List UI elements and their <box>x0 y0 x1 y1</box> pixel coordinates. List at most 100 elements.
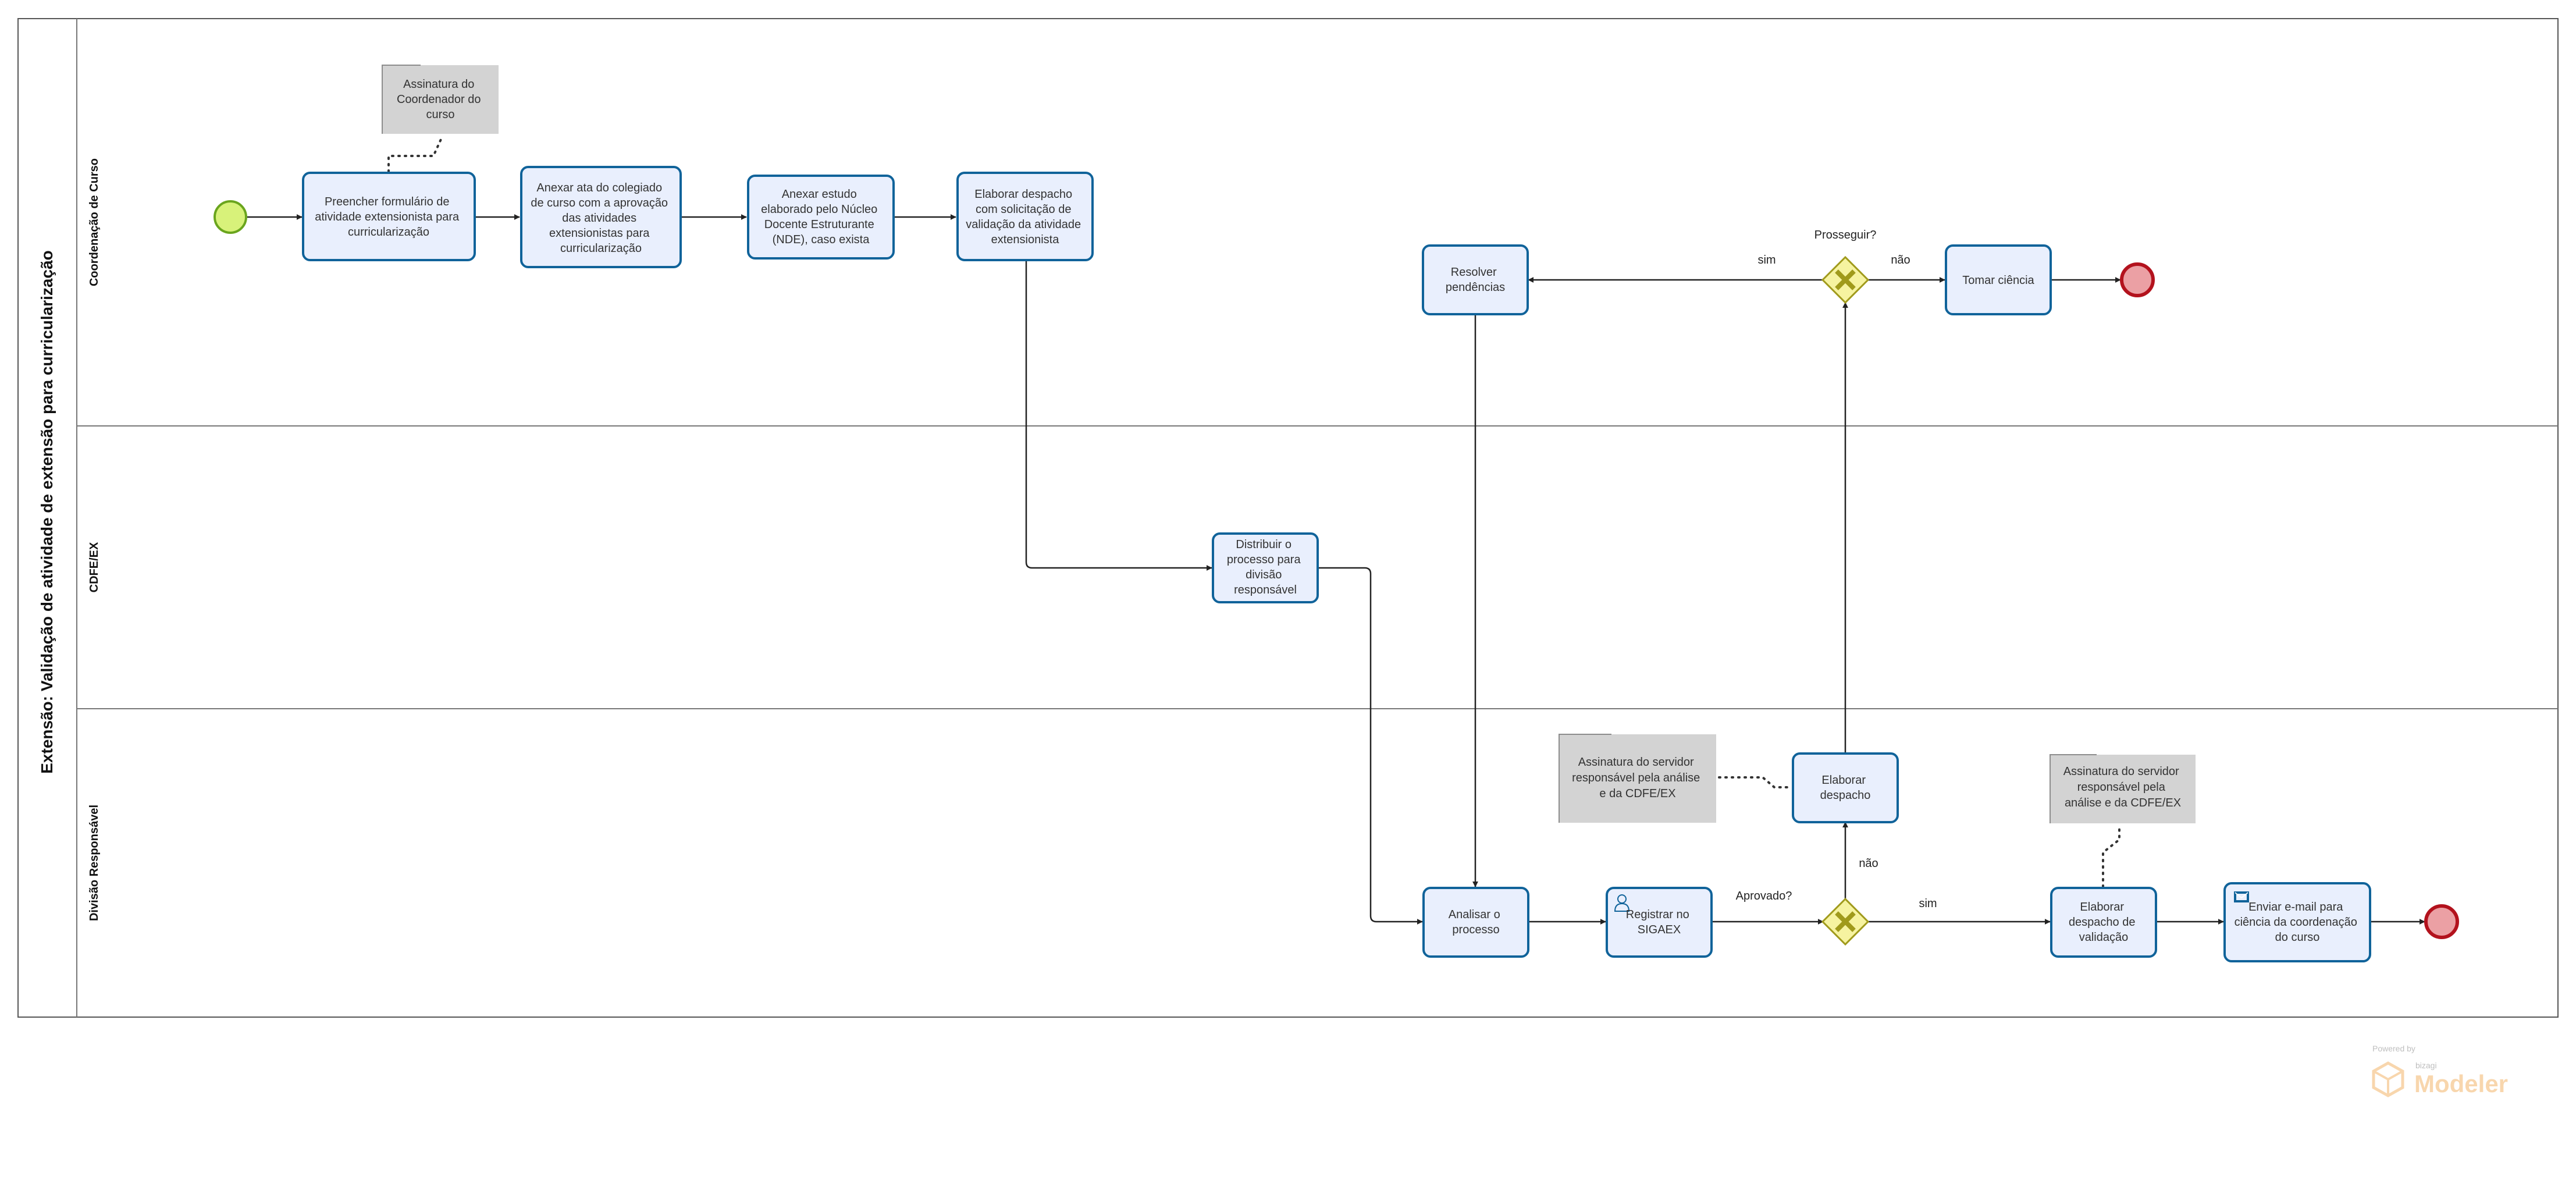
task-enviar-email[interactable]: Enviar e-mail para ciência da coordenaçã… <box>2223 882 2371 962</box>
task-label-line: extensionista <box>991 233 1060 246</box>
annotation-line: Coordenador do <box>397 93 481 106</box>
task-elaborar-despacho-solicitacao[interactable]: Elaborar despacho com solicitação de val… <box>956 172 1094 261</box>
svg-text:Elaborar despacho de: Elaborar despacho de validação <box>2069 901 2139 944</box>
task-label-line: do curso <box>2275 931 2320 944</box>
task-label-line: Docente Estruturante <box>764 218 874 231</box>
association-servidor-2 <box>2102 823 2120 888</box>
annotation-line: responsável pela análise <box>1572 772 1700 784</box>
svg-text:Distribuir o processo pa: Distribuir o processo para divisão respo… <box>1227 538 1304 596</box>
user-task-icon <box>1614 894 1630 912</box>
task-label-line: (NDE), caso exista <box>773 233 870 246</box>
svg-text:Assinatura do servidor r: Assinatura do servidor responsável pela … <box>2063 765 2183 809</box>
task-label-line: SIGAEX <box>1638 923 1681 936</box>
association-servidor-1 <box>1718 776 1793 788</box>
svg-text:Assinatura do servidor: Assinatura do servidor responsável pela … <box>1572 756 1703 800</box>
start-event <box>214 200 247 234</box>
svg-text:Tomar ciência: Tomar ciência <box>1962 274 2034 287</box>
task-tomar-ciencia[interactable]: Tomar ciência <box>1945 244 2052 315</box>
modeler-brand-text: Modeler <box>2414 1070 2508 1097</box>
task-label-line: de curso com a aprovação <box>531 197 668 209</box>
flow-label-prosseguir-nao: não <box>1891 254 1910 266</box>
annotation-line: curso <box>426 108 455 121</box>
task-elaborar-despacho[interactable]: Elaborar despacho <box>1792 752 1899 823</box>
svg-text:Elaborar despacho com so: Elaborar despacho com solicitação de val… <box>966 188 1084 246</box>
lane-label-cdfe: CDFE/EX <box>88 542 101 592</box>
task-label-line: divisão <box>1246 568 1282 581</box>
lane-label-coordenacao: Coordenação de Curso <box>88 158 101 286</box>
svg-text:Assinatura do Coordenado: Assinatura do Coordenador do curso <box>397 78 484 121</box>
x-icon <box>1835 269 1856 290</box>
flow-label-prosseguir-sim: sim <box>1757 254 1776 266</box>
task-label-line: pendências <box>1446 281 1505 294</box>
bizagi-watermark: Powered by bizagi Modeler <box>2372 1044 2508 1097</box>
annotation-line: responsável pela <box>2077 781 2166 794</box>
task-label-line: extensionistas para <box>549 227 650 240</box>
envelope-icon <box>2234 891 2249 902</box>
task-label-line: curricularização <box>348 226 429 239</box>
annotation-line: Assinatura do servidor <box>1578 756 1694 769</box>
task-label-line: validação da atividade <box>966 218 1081 231</box>
task-label-line: Resolver <box>1451 266 1497 279</box>
task-label-line: despacho de <box>2069 916 2136 929</box>
annotation-servidor-1: Assinatura do servidor responsável pela … <box>1559 734 1716 823</box>
svg-text:Registrar no SIGAEX: Registrar no SIGAEX <box>1626 908 1693 936</box>
task-label-line: processo para <box>1227 553 1301 566</box>
end-event-ciencia <box>2120 262 2155 297</box>
task-label-line: atividade extensionista para <box>315 211 460 223</box>
task-label-line: ciência da coordenação <box>2235 916 2357 929</box>
task-label-line: processo <box>1452 923 1499 936</box>
task-label-line: Tomar ciência <box>1962 274 2034 287</box>
task-label-line: das atividades <box>562 212 636 225</box>
task-elaborar-despacho-validacao[interactable]: Elaborar despacho de validação <box>2050 887 2157 958</box>
gateway-prosseguir <box>1821 255 1870 304</box>
association-coordenador <box>387 136 443 173</box>
task-label-line: Anexar estudo <box>782 188 857 201</box>
task-anexar-estudo-nde[interactable]: Anexar estudo elaborado pelo Núcleo Doce… <box>747 175 895 260</box>
flow-label-aprovado-sim: sim <box>1919 897 1937 910</box>
task-label-line: curricularização <box>560 242 642 255</box>
task-label-line: Registrar no <box>1626 908 1689 921</box>
task-registrar-sigaex[interactable]: Registrar no SIGAEX <box>1606 887 1713 958</box>
annotation-line: Assinatura do <box>403 78 474 91</box>
task-label-line: Enviar e-mail para <box>2248 901 2343 914</box>
task-label-line: Anexar ata do colegiado <box>536 182 662 194</box>
associations <box>387 136 2120 888</box>
task-label-line: validação <box>2079 931 2129 944</box>
task-distribuir-processo[interactable]: Distribuir o processo para divisão respo… <box>1212 532 1319 603</box>
svg-text:Resolver pendências: Resolver pendências <box>1446 266 1505 294</box>
annotation-line: e da CDFE/EX <box>1599 787 1675 800</box>
pool: Extensão: Validação de atividade de exte… <box>17 18 2559 1018</box>
bizagi-small-text: bizagi <box>2415 1061 2437 1070</box>
modeler-logo-icon <box>2372 1061 2404 1097</box>
svg-text:Enviar e-mail para ciênc: Enviar e-mail para ciência da coordenaçã… <box>2235 901 2361 944</box>
svg-text:Anexar ata do colegiado: Anexar ata do colegiado de curso com a a… <box>531 182 671 255</box>
task-label-line: Elaborar <box>2080 901 2124 914</box>
annotation-line: Assinatura do servidor <box>2063 765 2179 778</box>
flow-elaborar-to-distribuir <box>1025 261 1212 571</box>
task-preencher-formulario[interactable]: Preencher formulário de atividade extens… <box>302 172 476 261</box>
task-analisar-processo[interactable]: Analisar o processo <box>1422 887 1529 958</box>
task-label-line: Preencher formulário de <box>325 196 450 208</box>
sequence-flows <box>247 214 2425 925</box>
gateway-aprovado-label: Aprovado? <box>1736 890 1792 902</box>
task-label-line: Distribuir o <box>1236 538 1291 551</box>
task-label-line: Elaborar despacho <box>974 188 1072 201</box>
task-label-line: Elaborar <box>1821 774 1866 787</box>
pool-border <box>17 18 2559 1018</box>
svg-text:Elaborar despacho: Elaborar despacho <box>1820 774 1871 802</box>
svg-text:Preencher formulário de: Preencher formulário de atividade extens… <box>315 196 462 239</box>
task-label-line: responsável <box>1234 584 1297 596</box>
task-resolver-pendencias[interactable]: Resolver pendências <box>1422 244 1529 315</box>
gateway-aprovado <box>1821 897 1870 946</box>
task-label-line: Analisar o <box>1449 908 1500 921</box>
x-icon <box>1835 911 1856 932</box>
flow-label-aprovado-nao: não <box>1859 857 1878 870</box>
svg-text:Analisar o processo: Analisar o processo <box>1449 908 1504 936</box>
annotation-line: análise e da CDFE/EX <box>2065 797 2181 809</box>
gateway-prosseguir-label: Prosseguir? <box>1814 229 1877 241</box>
task-label-line: despacho <box>1820 789 1871 802</box>
task-anexar-ata[interactable]: Anexar ata do colegiado de curso com a a… <box>520 166 682 268</box>
end-event-email <box>2424 904 2459 939</box>
lane-label-divisao: Divisão Responsável <box>88 805 101 921</box>
